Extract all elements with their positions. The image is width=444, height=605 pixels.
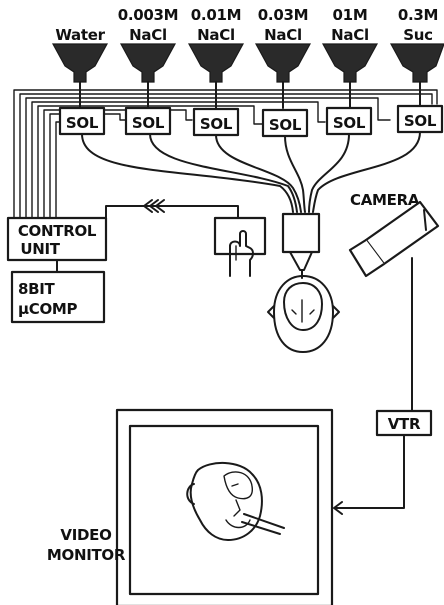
monkey-face-icon bbox=[186, 461, 285, 541]
direction-arrows-icon bbox=[143, 199, 165, 213]
reservoir-4-label-line1: 0.03M bbox=[258, 6, 308, 24]
vtr-box: VTR bbox=[375, 409, 433, 437]
monitor-label-line2: MONITOR bbox=[47, 546, 126, 564]
control-unit: CONTROL UNIT bbox=[6, 216, 108, 262]
reservoir-5-label-line2: NaCl bbox=[331, 26, 369, 44]
reservoir-6-label-line1: 0.3M bbox=[398, 6, 438, 24]
monitor-label-line1: VIDEO bbox=[60, 526, 111, 544]
valve-1-label: SOL bbox=[66, 114, 99, 132]
solenoid-valve-icon: SOL bbox=[261, 108, 309, 138]
vtr-label: VTR bbox=[388, 415, 421, 433]
control-unit-label-line1: CONTROL bbox=[18, 222, 97, 240]
reservoir-4-label-line2: NaCl bbox=[264, 26, 302, 44]
reservoir-funnels bbox=[51, 43, 444, 83]
valve-6-label: SOL bbox=[404, 112, 437, 130]
drinking-spout-icon bbox=[281, 212, 321, 279]
reservoir-1-label-line2: Water bbox=[55, 26, 105, 44]
camera-icon bbox=[348, 200, 440, 278]
valve-4-label: SOL bbox=[269, 116, 302, 134]
valve-2-label: SOL bbox=[132, 114, 165, 132]
solenoid-valve-icon: SOL bbox=[192, 107, 240, 137]
reservoir-funnel-icon bbox=[187, 43, 245, 83]
reservoir-2-label-line1: 0.003M bbox=[118, 6, 179, 24]
valve-to-spout-tubes bbox=[81, 131, 421, 213]
reservoir-funnel-icon bbox=[254, 43, 312, 83]
reservoir-funnel-icon bbox=[51, 43, 109, 83]
vtr-monitor-cable bbox=[333, 434, 405, 515]
reservoir-funnel-icon bbox=[119, 43, 177, 83]
computer-label-line1: 8BIT bbox=[18, 280, 56, 298]
reservoir-to-valve-tubes bbox=[79, 81, 421, 109]
reservoir-2-label-line2: NaCl bbox=[129, 26, 167, 44]
reservoir-6-label-line2: Suc bbox=[403, 26, 432, 44]
valve-3-label: SOL bbox=[200, 115, 233, 133]
control-wiring-bundle bbox=[13, 89, 438, 219]
monkey-head-icon bbox=[267, 275, 340, 353]
monitor-label: VIDEO MONITOR bbox=[47, 526, 126, 564]
solenoid-valves: SOL SOL SOL SOL SOL SOL bbox=[58, 104, 444, 138]
reservoir-5-label-line1: 01M bbox=[333, 6, 368, 24]
reservoir-3-label-line2: NaCl bbox=[197, 26, 235, 44]
reservoir-funnel-icon bbox=[321, 43, 379, 83]
solenoid-valve-icon: SOL bbox=[396, 104, 444, 134]
solenoid-valve-icon: SOL bbox=[124, 106, 172, 136]
solenoid-valve-icon: SOL bbox=[58, 106, 106, 136]
solenoid-valve-icon: SOL bbox=[325, 106, 373, 136]
video-monitor bbox=[115, 408, 334, 605]
valve-5-label: SOL bbox=[333, 114, 366, 132]
computer-label-line2: µCOMP bbox=[18, 300, 78, 318]
camera-label: CAMERA bbox=[350, 191, 420, 209]
microcomputer: 8BIT µCOMP bbox=[10, 270, 106, 324]
hand-icon bbox=[229, 230, 254, 277]
control-unit-label-line2: UNIT bbox=[20, 240, 60, 258]
reservoir-funnel-icon bbox=[389, 43, 444, 83]
lever-signal-line bbox=[105, 199, 239, 231]
reservoir-3-label-line1: 0.01M bbox=[191, 6, 241, 24]
reservoir-labels: Water 0.003M NaCl 0.01M NaCl 0.03M NaCl … bbox=[55, 6, 438, 44]
